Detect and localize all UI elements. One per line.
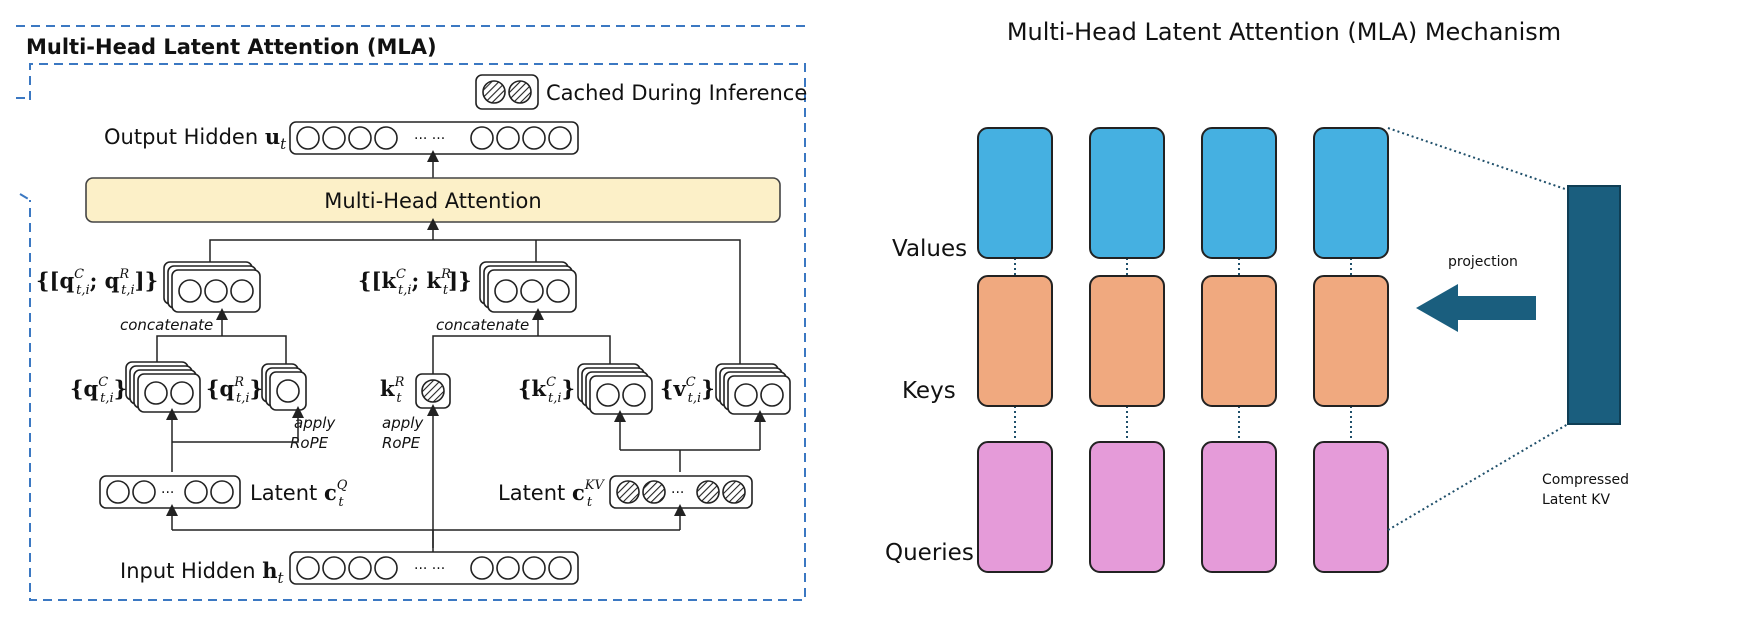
svg-text:RoPE: RoPE xyxy=(290,434,329,452)
svg-text:{qCt,i}: {qCt,i} xyxy=(70,375,127,406)
svg-text:{vCt,i}: {vCt,i} xyxy=(660,375,715,406)
latent-label-line1: Compressed xyxy=(1542,472,1629,488)
svg-text:concatenate: concatenate xyxy=(436,316,529,334)
input-hidden: Input Hidden ht ··· ··· xyxy=(120,551,579,587)
values-head-2 xyxy=(1089,127,1165,259)
svg-text:{kCt,i}: {kCt,i} xyxy=(518,375,575,406)
svg-text:···: ··· xyxy=(161,485,174,501)
svg-text:···: ··· xyxy=(671,485,684,501)
row-label-queries: Queries xyxy=(885,540,974,566)
right-panel: Multi-Head Latent Attention (MLA) Mechan… xyxy=(885,18,1629,573)
compressed-latent-kv-block xyxy=(1567,185,1621,425)
mha-label: Multi-Head Attention xyxy=(324,189,541,213)
projection-line-top xyxy=(1387,127,1569,191)
projection-label: projection xyxy=(1448,254,1518,270)
svg-text:{[kCt,i; kRt]}: {[kCt,i; kRt]} xyxy=(358,267,472,298)
svg-text:apply: apply xyxy=(294,414,336,432)
output-hidden: Output Hidden ut ··· ··· xyxy=(104,121,579,155)
hatched-circle-icon xyxy=(421,379,445,403)
dashed-border-main xyxy=(29,63,806,601)
row-label-keys: Keys xyxy=(902,378,956,404)
hatched-circle-icon xyxy=(508,80,532,104)
projection-line-bottom xyxy=(1387,423,1569,531)
keys-head-2 xyxy=(1089,275,1165,407)
values-head-4 xyxy=(1313,127,1389,259)
svg-text:concatenate: concatenate xyxy=(120,316,213,334)
legend-cached: Cached During Inference xyxy=(475,74,807,110)
dashed-border-stub-left2 xyxy=(19,193,31,201)
values-head-3 xyxy=(1201,127,1277,259)
svg-text:Input Hidden ht: Input Hidden ht xyxy=(120,558,285,587)
queries-head-4 xyxy=(1313,441,1389,573)
keys-head-1 xyxy=(977,275,1053,407)
queries-head-1 xyxy=(977,441,1053,573)
queries-head-3 xyxy=(1201,441,1277,573)
svg-text:··· ···: ··· ··· xyxy=(414,131,445,147)
keys-head-3 xyxy=(1201,275,1277,407)
svg-text:apply: apply xyxy=(382,414,424,432)
svg-text:{[qCt,i; qRt,i]}: {[qCt,i; qRt,i]} xyxy=(36,267,158,298)
keys-head-4 xyxy=(1313,275,1389,407)
row-label-values: Values xyxy=(892,236,967,262)
svg-text:Latent cQt: Latent cQt xyxy=(250,478,348,510)
values-head-1 xyxy=(977,127,1053,259)
queries-head-2 xyxy=(1089,441,1165,573)
attention-heads xyxy=(977,127,1389,573)
svg-text:··· ···: ··· ··· xyxy=(414,561,445,577)
right-panel-title: Multi-Head Latent Attention (MLA) Mechan… xyxy=(1007,18,1561,46)
hatched-circle-icon xyxy=(482,80,506,104)
panel-title: Multi-Head Latent Attention (MLA) xyxy=(26,35,437,59)
left-panel: Multi-Head Latent Attention (MLA) Cached… xyxy=(16,25,807,601)
svg-text:{qRt,i}: {qRt,i} xyxy=(206,375,263,406)
svg-text:RoPE: RoPE xyxy=(382,434,421,452)
projection-arrow-icon xyxy=(1416,284,1536,332)
svg-text:Output Hidden ut: Output Hidden ut xyxy=(104,124,287,153)
latent-label-line2: Latent KV xyxy=(1542,492,1610,508)
svg-text:kRt: kRt xyxy=(380,375,405,406)
legend-text: Cached During Inference xyxy=(546,81,807,105)
